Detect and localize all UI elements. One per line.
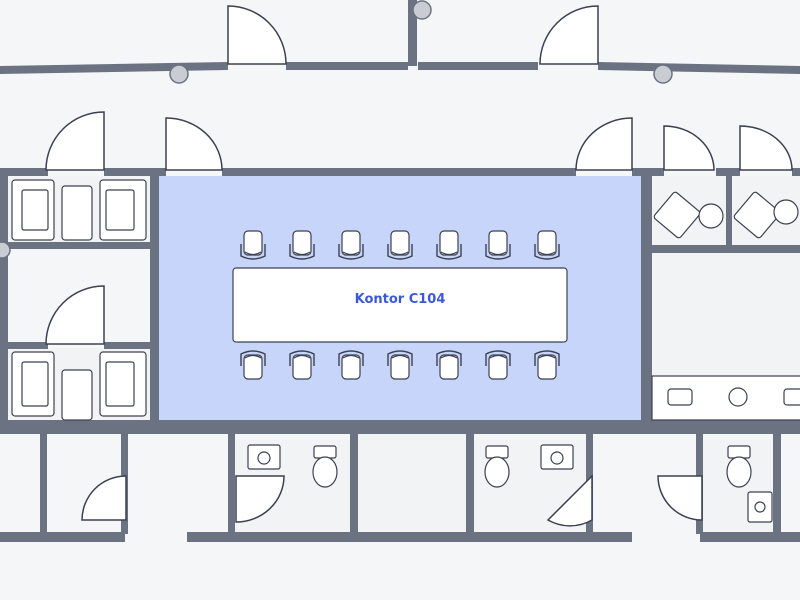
wall-s-1 xyxy=(40,432,47,534)
north-wall-east xyxy=(598,62,800,74)
south-corridor-wall xyxy=(0,420,800,434)
toilet-3-tank xyxy=(727,445,751,459)
door-c104-west[interactable] xyxy=(165,117,223,171)
corridor-wall-3 xyxy=(222,168,576,176)
sofa-lower-1-seat xyxy=(21,361,49,407)
side-table-2 xyxy=(773,199,799,225)
room-south-middle xyxy=(358,434,466,532)
west-outer-wall xyxy=(0,168,8,432)
west-divider-lower xyxy=(0,342,48,349)
table-upper xyxy=(61,185,93,241)
table-lower xyxy=(61,369,93,421)
column-2 xyxy=(169,64,189,84)
sink-east-2 xyxy=(728,387,748,407)
sofa-upper-1-seat xyxy=(21,189,49,231)
toilet-1-bowl xyxy=(312,456,338,488)
toilet-2-tank xyxy=(485,445,509,459)
northeast-furniture xyxy=(653,191,799,239)
door-restroom-1[interactable] xyxy=(235,475,285,523)
toilet-2-bowl xyxy=(484,456,510,488)
south-wall-west xyxy=(0,532,125,542)
west-furniture xyxy=(11,179,147,421)
room-c104-west-wall xyxy=(150,168,159,432)
chair-top-7 xyxy=(534,230,560,260)
door-west-upper[interactable] xyxy=(45,111,105,171)
room-label: Kontor C104 xyxy=(355,292,446,307)
sink-east-3 xyxy=(783,388,800,406)
lounge-chair-1 xyxy=(653,191,701,239)
northeast-divider xyxy=(726,168,732,246)
corridor-wall-1 xyxy=(0,168,48,176)
column-4 xyxy=(0,241,11,259)
wall-s-4 xyxy=(350,432,358,534)
sofa-lower-2-seat xyxy=(105,361,135,407)
chair-top-6 xyxy=(485,230,511,260)
south-wall-east xyxy=(700,532,800,542)
conference-chairs xyxy=(240,230,560,380)
walls xyxy=(0,0,800,542)
toilet-1-tank xyxy=(313,445,337,459)
door-north-1[interactable] xyxy=(227,5,287,65)
chair-top-2 xyxy=(289,230,315,260)
door-south-east[interactable] xyxy=(657,475,703,521)
corridor-wall-2 xyxy=(104,168,166,176)
chair-bottom-6 xyxy=(485,350,511,380)
columns xyxy=(0,0,673,259)
door-north-2[interactable] xyxy=(539,5,599,65)
toilet-3-bowl xyxy=(726,456,752,488)
door-restroom-2[interactable] xyxy=(546,474,593,527)
chair-bottom-4 xyxy=(387,350,413,380)
doors xyxy=(45,5,793,527)
door-northeast-2[interactable] xyxy=(739,125,793,171)
chair-bottom-7 xyxy=(534,350,560,380)
north-wall-mid-1 xyxy=(286,62,408,70)
west-divider xyxy=(0,242,158,249)
column-3 xyxy=(653,64,673,84)
west-divider-lower-2 xyxy=(104,342,158,349)
wall-s-8 xyxy=(773,432,781,534)
north-wall-mid-2 xyxy=(418,62,538,70)
chair-top-5 xyxy=(436,230,462,260)
door-northeast-1[interactable] xyxy=(663,125,715,171)
door-south-1[interactable] xyxy=(81,475,127,521)
door-c104-east[interactable] xyxy=(575,117,633,171)
sofa-upper-2-seat xyxy=(105,189,135,231)
room-c104-east-wall xyxy=(641,168,652,432)
conference-table[interactable] xyxy=(232,267,568,343)
chair-bottom-2 xyxy=(289,350,315,380)
lounge-chair-2 xyxy=(733,191,781,239)
restroom-fixtures xyxy=(247,444,773,523)
wall-s-3 xyxy=(228,432,235,534)
north-wall-west xyxy=(0,62,228,74)
chair-top-4 xyxy=(387,230,413,260)
washbasin-2-drain xyxy=(550,451,564,465)
north-partition xyxy=(408,0,417,66)
chair-top-3 xyxy=(338,230,364,260)
chair-top-1 xyxy=(240,230,266,260)
chair-bottom-5 xyxy=(436,350,462,380)
east-room-furniture xyxy=(651,375,800,421)
south-wall-mid xyxy=(187,532,632,542)
wall-s-5 xyxy=(466,432,474,534)
washbasin-1-drain xyxy=(257,451,271,465)
door-west-lower[interactable] xyxy=(45,285,105,345)
chair-bottom-3 xyxy=(338,350,364,380)
chair-bottom-1 xyxy=(240,350,266,380)
washbasin-3-drain xyxy=(754,501,766,513)
sink-east-1 xyxy=(667,388,693,406)
column-1 xyxy=(412,0,432,20)
side-table-1 xyxy=(698,203,724,229)
east-divider xyxy=(648,245,800,253)
corridor-wall-6 xyxy=(792,168,800,176)
